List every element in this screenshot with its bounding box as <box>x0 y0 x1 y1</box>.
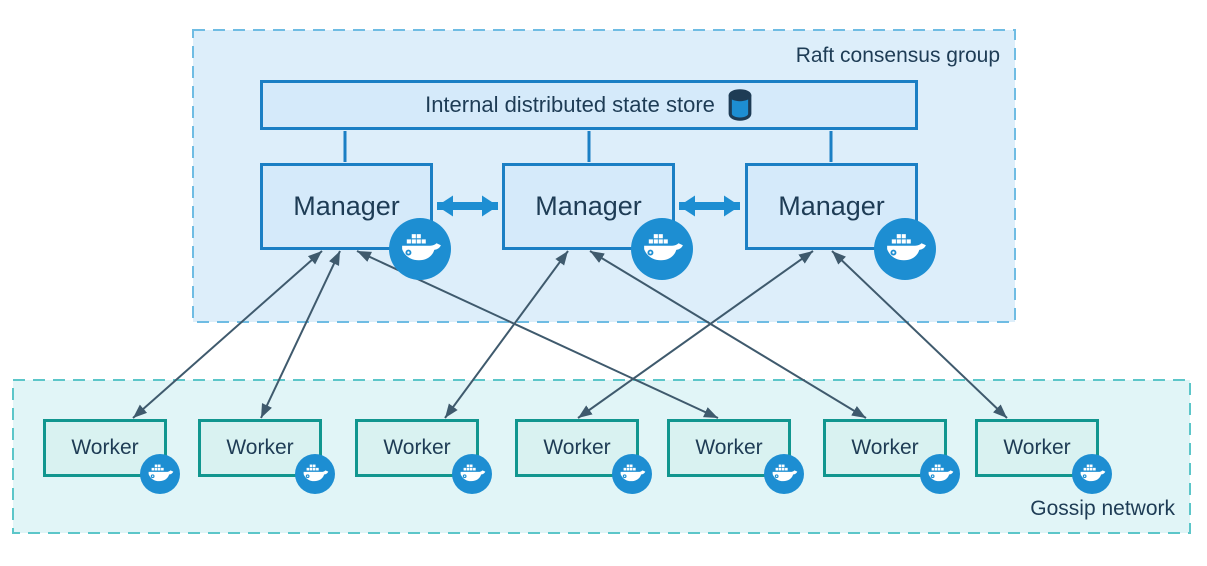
state-store-box: Internal distributed state store <box>260 80 918 130</box>
manager-worker-arrow <box>260 250 341 419</box>
gossip-network-label: Gossip network <box>1030 497 1175 520</box>
worker-label: Worker <box>383 436 451 459</box>
manager-label: Manager <box>293 191 400 221</box>
worker-node-1: Worker <box>43 419 180 494</box>
worker-label: Worker <box>851 436 919 459</box>
worker-label: Worker <box>226 436 294 459</box>
state-store-label: Internal distributed state store <box>425 92 715 117</box>
docker-whale-icon <box>920 454 960 494</box>
manager-node-1: Manager <box>260 163 451 280</box>
database-icon <box>728 89 752 121</box>
manager-node-3: Manager <box>745 163 936 280</box>
raft-group-label: Raft consensus group <box>795 44 1000 67</box>
manager-worker-arrow <box>577 250 814 419</box>
manager-label: Manager <box>535 191 642 221</box>
docker-whale-icon <box>140 454 180 494</box>
docker-whale-icon <box>1072 454 1112 494</box>
docker-whale-icon <box>389 218 451 280</box>
worker-label: Worker <box>1003 436 1071 459</box>
docker-whale-icon <box>295 454 335 494</box>
worker-node-5: Worker <box>667 419 804 494</box>
docker-whale-icon <box>452 454 492 494</box>
worker-node-2: Worker <box>198 419 335 494</box>
worker-node-4: Worker <box>515 419 652 494</box>
worker-label: Worker <box>543 436 611 459</box>
worker-label: Worker <box>695 436 763 459</box>
worker-node-6: Worker <box>823 419 960 494</box>
worker-label: Worker <box>71 436 139 459</box>
manager-label: Manager <box>778 191 885 221</box>
manager-node-2: Manager <box>502 163 693 280</box>
worker-node-7: Worker <box>975 419 1112 494</box>
worker-node-3: Worker <box>355 419 492 494</box>
docker-whale-icon <box>631 218 693 280</box>
manager-worker-arrow <box>831 250 1008 419</box>
docker-whale-icon <box>874 218 936 280</box>
manager-worker-arrow <box>444 250 569 419</box>
docker-whale-icon <box>764 454 804 494</box>
docker-whale-icon <box>612 454 652 494</box>
